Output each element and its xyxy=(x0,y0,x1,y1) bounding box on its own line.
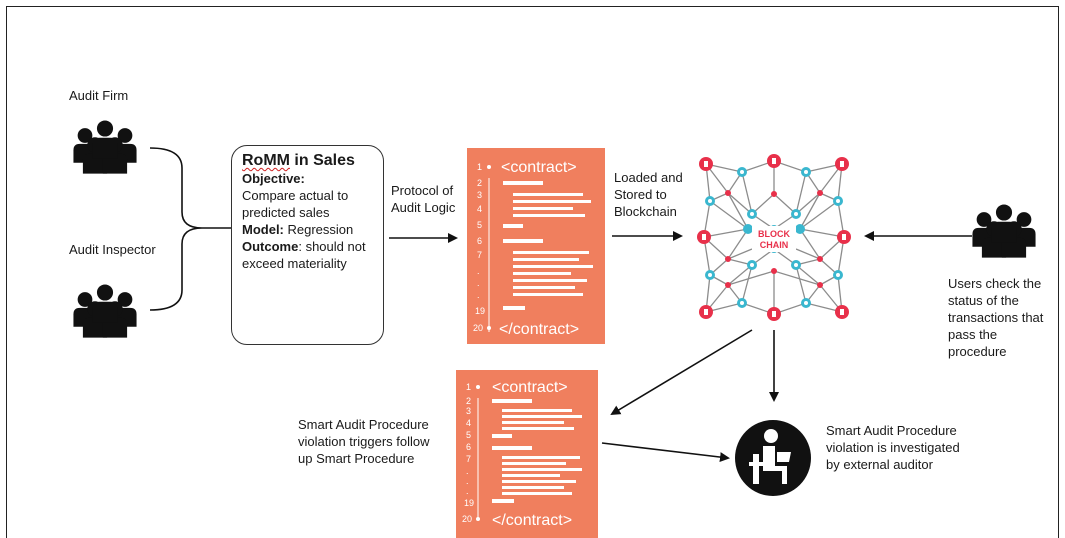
audit-firm-people-icon xyxy=(73,120,136,173)
svg-text:4: 4 xyxy=(466,418,471,428)
svg-text:4: 4 xyxy=(477,204,482,214)
svg-text:.: . xyxy=(477,290,480,300)
contract-document-icon: 1 <contract> 2 3 4 5 6 7 . . . 19 20 </c… xyxy=(467,148,605,344)
svg-text:1: 1 xyxy=(477,162,482,172)
svg-text:6: 6 xyxy=(466,442,471,452)
contract-close-tag: </contract> xyxy=(499,321,579,338)
contract-open-tag: <contract> xyxy=(501,159,577,176)
svg-text:7: 7 xyxy=(477,250,482,260)
blockchain-badge-line2: CHAIN xyxy=(760,240,789,250)
contract2-open-tag: <contract> xyxy=(492,379,568,396)
audit-firm-label: Audit Firm xyxy=(69,88,129,103)
protocol-label: Protocol of Audit Logic xyxy=(391,183,456,215)
objective-text: Compare actual to predicted sales xyxy=(242,188,349,220)
romm-box: RoMM in Sales Objective: Compare actual … xyxy=(231,145,384,345)
svg-text:.: . xyxy=(466,466,469,476)
svg-text:.: . xyxy=(477,266,480,276)
svg-text:1: 1 xyxy=(466,382,471,392)
svg-text:3: 3 xyxy=(477,190,482,200)
contract2-close-tag: </contract> xyxy=(492,512,572,529)
users-people-icon xyxy=(972,204,1035,257)
model-line: Model: Regression xyxy=(242,222,354,237)
objective-label: Objective: xyxy=(242,171,305,186)
grouping-bracket xyxy=(149,147,203,311)
diagram-frame xyxy=(6,6,1059,538)
contract-document-2-icon: 1 <contract> 2 3 4 5 6 7 . . . 19 20 </c… xyxy=(456,370,598,538)
users-check-label: Users check the status of the transactio… xyxy=(948,276,1044,359)
violation-triggers-label: Smart Audit Procedure violation triggers… xyxy=(298,417,430,466)
svg-text:6: 6 xyxy=(477,236,482,246)
svg-text:5: 5 xyxy=(466,430,471,440)
svg-text:.: . xyxy=(466,486,469,496)
svg-text:2: 2 xyxy=(466,396,471,406)
blockchain-badge-line1: BLOCK xyxy=(758,229,790,239)
svg-text:19: 19 xyxy=(475,306,485,316)
svg-text:.: . xyxy=(477,278,480,288)
romm-title: RoMM in Sales xyxy=(242,152,355,169)
audit-inspector-people-icon xyxy=(73,284,136,337)
blockchain-network-icon: BLOCK CHAIN xyxy=(697,154,851,321)
violation-investigated-label: Smart Audit Procedure violation is inves… xyxy=(826,423,960,472)
svg-text:.: . xyxy=(466,476,469,486)
arrow-blockchain-to-contract2 xyxy=(610,329,753,416)
svg-text:19: 19 xyxy=(464,498,474,508)
svg-text:5: 5 xyxy=(477,220,482,230)
auditor-laptop-icon xyxy=(735,420,811,496)
arrow-contract2-to-auditor xyxy=(601,442,730,463)
loaded-stored-label: Loaded and Stored to Blockchain xyxy=(614,170,683,219)
svg-text:20: 20 xyxy=(473,323,483,333)
svg-text:2: 2 xyxy=(477,178,482,188)
svg-text:20: 20 xyxy=(462,514,472,524)
svg-text:7: 7 xyxy=(466,454,471,464)
svg-text:3: 3 xyxy=(466,406,471,416)
outcome-line: Outcome: should not exceed materiality xyxy=(242,239,366,271)
audit-inspector-label: Audit Inspector xyxy=(69,242,156,257)
